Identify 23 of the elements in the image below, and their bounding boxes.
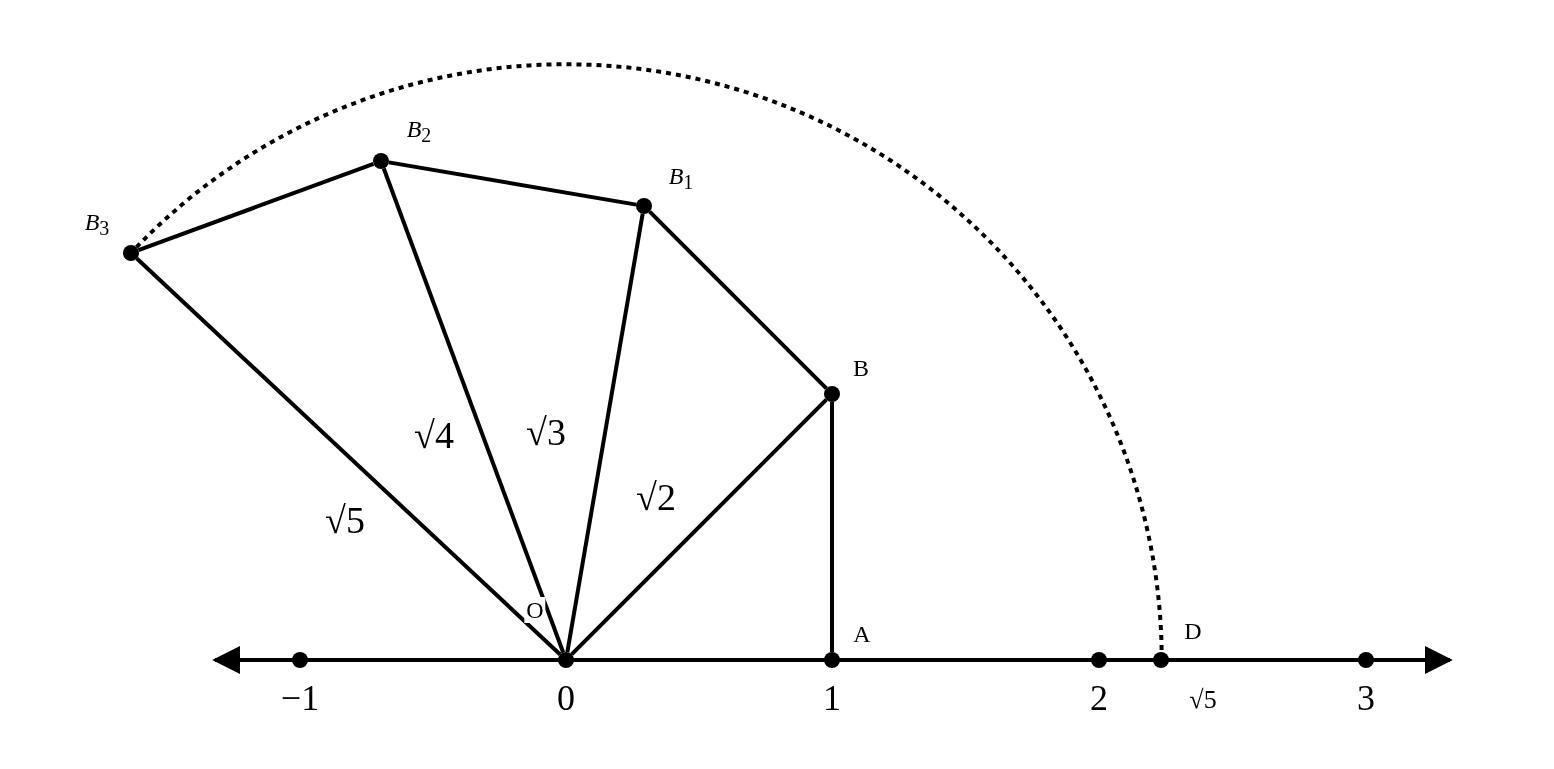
point-dot (824, 652, 840, 668)
line-segment (565, 213, 645, 653)
line-segment (137, 161, 375, 253)
line-segment (570, 398, 828, 656)
tick-label: 2 (1090, 680, 1108, 716)
tick-label: 0 (557, 680, 575, 716)
line-segment (135, 257, 562, 656)
dotted-arc (135, 63, 1164, 653)
point-label: O (524, 597, 546, 623)
line-segment (388, 160, 637, 207)
point-dot (373, 153, 389, 169)
point-dot (824, 386, 840, 402)
tick-label: 1 (823, 680, 841, 716)
point-dot (558, 652, 574, 668)
tick-label: −1 (280, 680, 320, 716)
line-segment (648, 210, 828, 390)
line-segment (381, 167, 566, 654)
line-segment (830, 402, 834, 652)
tick-label: √5 (1189, 687, 1217, 713)
point-dot (123, 245, 139, 261)
tick-label: 3 (1357, 680, 1375, 716)
point-dot (1153, 652, 1169, 668)
point-dot (636, 198, 652, 214)
